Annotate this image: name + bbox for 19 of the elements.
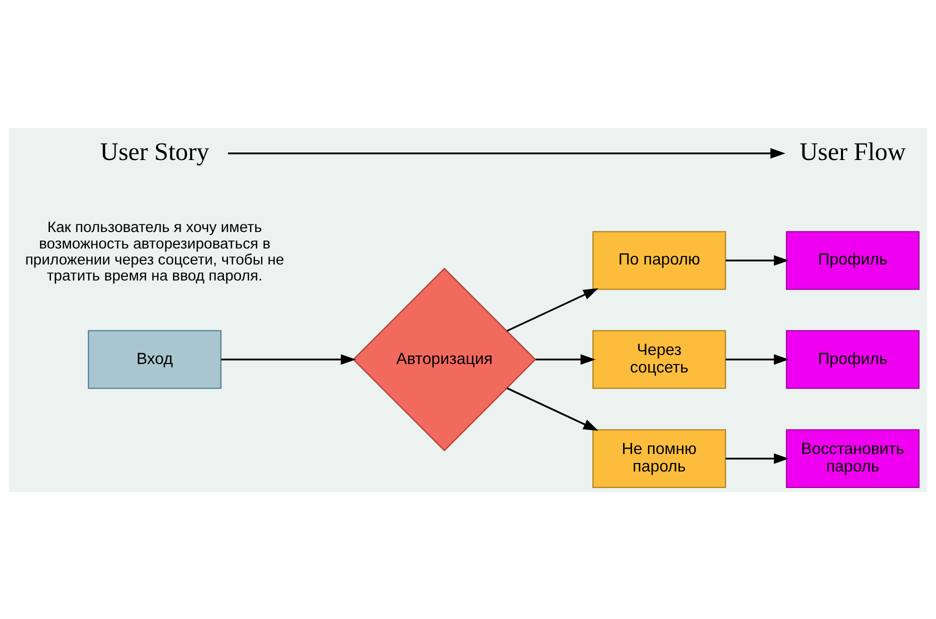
label: Как пользователь я хочу иметь возможность авторезироваться в приложении через соцсети, чтобы не тратить время на ввод пароля.	[25, 218, 284, 284]
node-text: User Flow	[800, 137, 906, 166]
arrow	[726, 452, 789, 464]
node-text: User Story	[100, 137, 210, 166]
arrow	[536, 354, 596, 364]
node-box: Не помню пароль	[592, 428, 726, 488]
arrow	[221, 354, 356, 364]
node-box: Профиль	[786, 230, 920, 290]
arrow	[726, 254, 789, 266]
node-box: Профиль	[786, 330, 920, 388]
node-box: Через соцсеть	[592, 330, 726, 388]
arrow	[228, 148, 786, 158]
node-box: По паролю	[592, 230, 726, 290]
arrow	[726, 354, 789, 364]
node-box: Вход	[88, 330, 222, 388]
node-diamond: Авторизация	[352, 267, 536, 451]
arrow	[506, 288, 598, 332]
arrow	[506, 386, 598, 430]
node-box: Восстановить пароль	[786, 428, 920, 488]
